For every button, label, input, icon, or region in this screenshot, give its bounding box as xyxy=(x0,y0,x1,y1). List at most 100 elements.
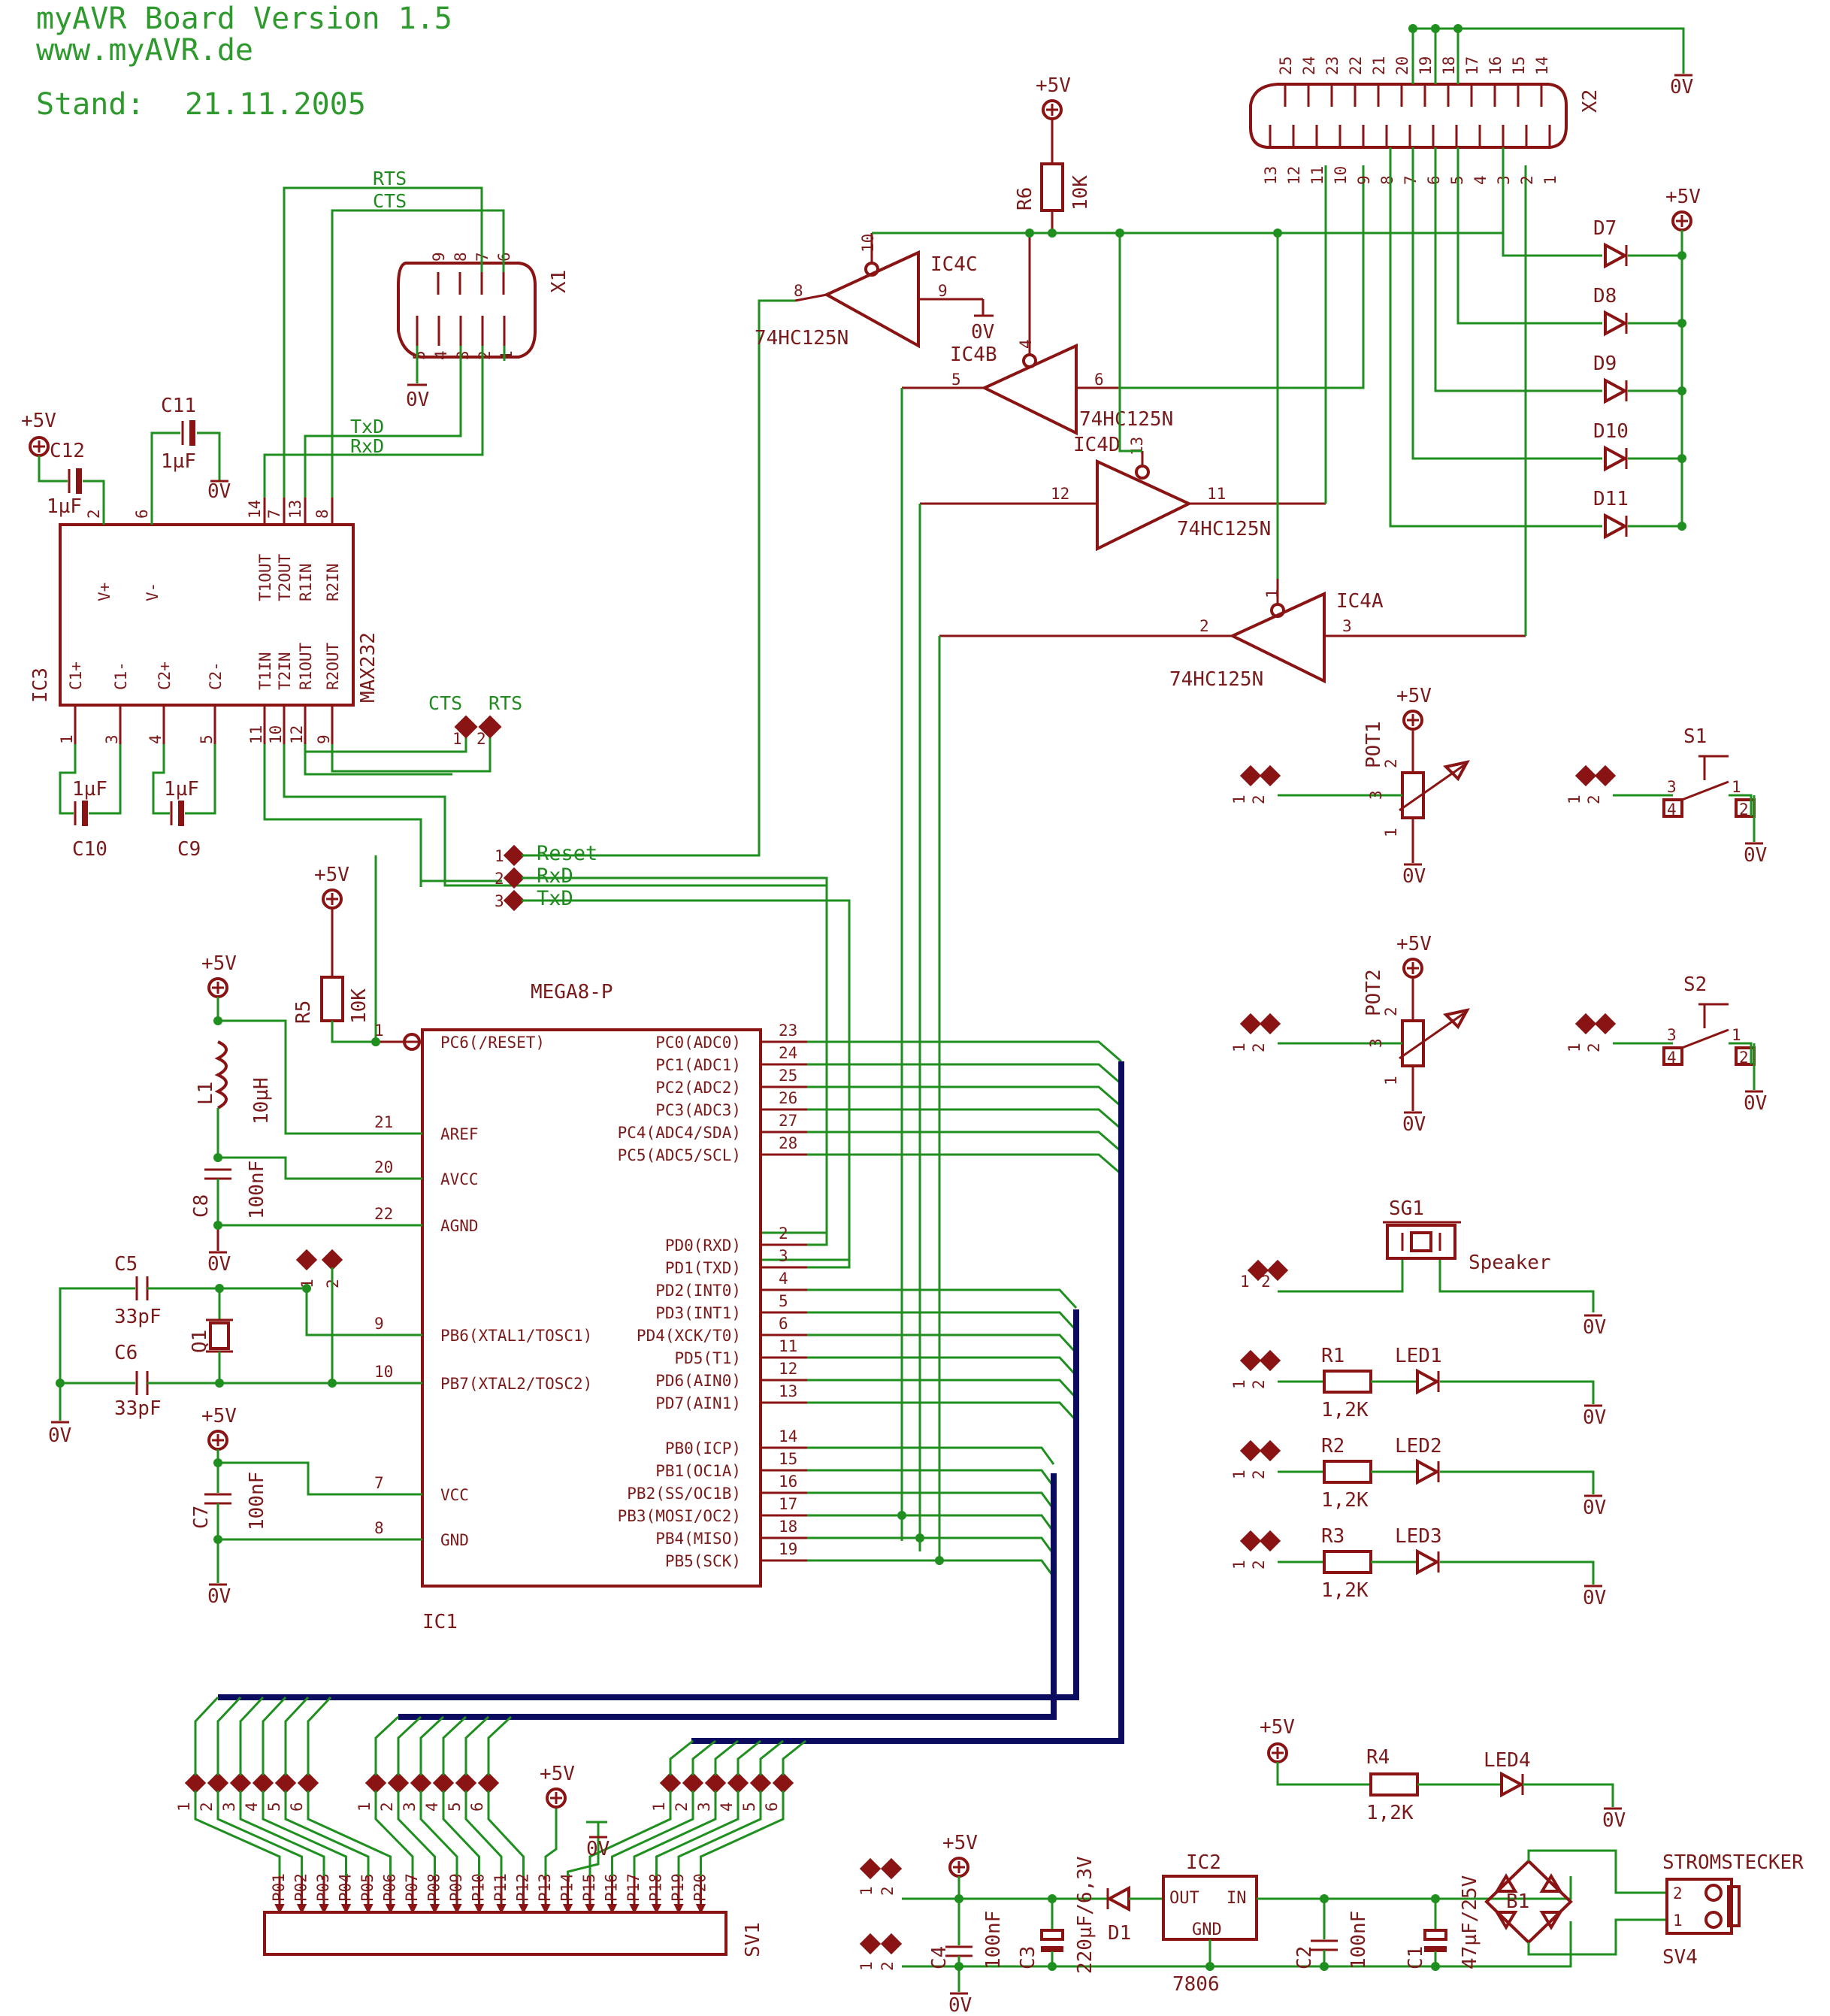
svg-text:100nF: 100nF xyxy=(1348,1911,1370,1969)
svg-text:C10: C10 xyxy=(72,838,107,861)
svg-text:10µH: 10µH xyxy=(250,1077,273,1125)
header-pin xyxy=(229,1772,252,1794)
ic1-pin-label: PB6(XTAL1/TOSC1) xyxy=(440,1327,592,1345)
svg-text:C5: C5 xyxy=(114,1253,138,1276)
sv1-pin-label: P06 xyxy=(381,1873,399,1902)
bus-wire xyxy=(807,1514,1055,1533)
svg-text:2: 2 xyxy=(1261,1273,1271,1291)
svg-text:33pF: 33pF xyxy=(114,1397,162,1420)
bus-wire xyxy=(807,1491,1055,1510)
junction xyxy=(1025,229,1034,238)
bus-lines xyxy=(218,1061,1124,1744)
ic3-pin-num: 1 xyxy=(58,734,76,744)
jumper-pin-num: 1 xyxy=(1230,1560,1248,1570)
diode-wire xyxy=(1389,147,1602,528)
ic1-pin-label: PB5(SCK) xyxy=(665,1552,741,1570)
header-pin xyxy=(477,1772,500,1794)
svg-text:C12: C12 xyxy=(50,440,85,462)
jumper-pin-num: 2 xyxy=(1250,795,1268,804)
junction xyxy=(954,1962,963,1971)
svg-text:STROMSTECKER: STROMSTECKER xyxy=(1662,1851,1804,1874)
svg-text:GND: GND xyxy=(1192,1921,1222,1939)
resistor-value: 1,2K xyxy=(1321,1489,1369,1512)
x1-pin-3: 3 xyxy=(454,350,472,360)
header-sv1-wire xyxy=(419,1790,458,1876)
header-sv1-wire xyxy=(487,1790,525,1876)
header-pin xyxy=(772,1772,794,1794)
svg-text:MEGA8-P: MEGA8-P xyxy=(531,981,613,1003)
pot-name: POT1 xyxy=(1363,721,1385,768)
svg-text:0V: 0V xyxy=(1583,1316,1606,1339)
ic1-pin-num: 20 xyxy=(374,1158,393,1176)
header-pin xyxy=(297,1772,319,1794)
svg-text:2: 2 xyxy=(1199,617,1209,635)
bus-wire xyxy=(807,1446,1055,1465)
header-pin-num: 4 xyxy=(423,1802,441,1812)
ic1-pin-num: 14 xyxy=(779,1427,797,1445)
jumper-pin xyxy=(1239,1013,1262,1035)
resistor-body xyxy=(1323,1460,1372,1484)
switch-name: S1 xyxy=(1683,725,1707,748)
header-pin xyxy=(252,1772,274,1794)
bus-wire xyxy=(807,1108,1122,1131)
gnd-label: 0V xyxy=(1583,1406,1606,1429)
header-sv1-wire xyxy=(307,1790,392,1876)
x2-pin-num: 8 xyxy=(1378,175,1396,185)
jumper-pin-num: 2 xyxy=(1250,1379,1268,1389)
x2-pin-num: 1 xyxy=(1541,175,1559,185)
vcc-label: +5V xyxy=(1396,685,1432,707)
sv1-power: +5V 0V xyxy=(540,1763,609,1860)
ic1-pin-label: PD4(XCK/T0) xyxy=(637,1327,741,1345)
header-bus-wire xyxy=(374,1715,400,1775)
ic4d-buffer: 12 11 13 IC4D 74HC125N xyxy=(920,434,1326,552)
svg-text:1: 1 xyxy=(495,847,504,865)
ic3-pin-num: 11 xyxy=(247,725,265,744)
header-pin-num: 5 xyxy=(740,1802,758,1812)
sv1-pin-arrow xyxy=(296,1904,307,1915)
c11-capacitor: C11 1µF 0V xyxy=(150,395,231,525)
ic1-bus-wires xyxy=(807,878,1122,1578)
ic1-pin-label: PD2(INT0) xyxy=(655,1282,741,1300)
pot-arrowhead xyxy=(1442,1008,1470,1030)
x1-wires xyxy=(263,186,506,519)
ic1-pin-num: 12 xyxy=(779,1360,797,1378)
bus-wire xyxy=(807,1085,1122,1108)
ic3-pin-label: C2- xyxy=(207,661,225,690)
switch-pin-num: 1 xyxy=(1732,1026,1741,1044)
header-pin-num: 5 xyxy=(446,1802,464,1812)
jumper-pin-num: 2 xyxy=(1585,795,1603,804)
diode-wire xyxy=(1502,147,1602,257)
jumper-pin xyxy=(1594,764,1617,787)
ic1-pin-label: PC2(ADC2) xyxy=(655,1079,741,1097)
c7-decoupling: +5V C7 100nF 0V xyxy=(190,1405,422,1608)
junction xyxy=(56,1379,65,1388)
net-reset-label: Reset xyxy=(537,842,597,865)
svg-text:LED4: LED4 xyxy=(1484,1749,1531,1772)
svg-text:74HC125N: 74HC125N xyxy=(755,327,848,350)
sv1-pin-label: P18 xyxy=(647,1873,665,1902)
junction xyxy=(215,1284,224,1293)
ic1-pin-label: PB0(ICP) xyxy=(665,1439,741,1458)
ic1-pin-num: 23 xyxy=(779,1022,797,1040)
header: myAVR Board Version 1.5 www.myAVR.de Sta… xyxy=(36,2,452,122)
ic3-pin-num: 14 xyxy=(246,500,264,519)
ic3-pin-num: 8 xyxy=(313,509,331,519)
svg-text:C1: C1 xyxy=(1405,1946,1427,1969)
svg-text:74HC125N: 74HC125N xyxy=(1079,408,1173,431)
junction xyxy=(213,1458,222,1467)
c12-capacitor: +5V C12 1µF xyxy=(21,410,105,525)
svg-text:IC4A: IC4A xyxy=(1336,590,1384,613)
reset-inverter-bubble xyxy=(403,1033,421,1051)
x1-pin-8: 8 xyxy=(452,252,470,262)
ic1-pin-label: PD1(TXD) xyxy=(665,1259,741,1277)
svg-text:IC4B: IC4B xyxy=(950,344,997,366)
pot-pin-num: 2 xyxy=(1382,1006,1400,1016)
ic4a-buffer: 2 3 1 IC4A 74HC125N xyxy=(939,579,1526,691)
svg-text:C2: C2 xyxy=(1293,1946,1316,1969)
svg-text:OUT: OUT xyxy=(1169,1889,1199,1908)
lpt-vcc: +5V xyxy=(1665,186,1701,523)
bus-wire xyxy=(807,1536,1055,1555)
x2-pin-num: 7 xyxy=(1402,175,1420,185)
vcc-label: +5V xyxy=(1396,933,1432,955)
